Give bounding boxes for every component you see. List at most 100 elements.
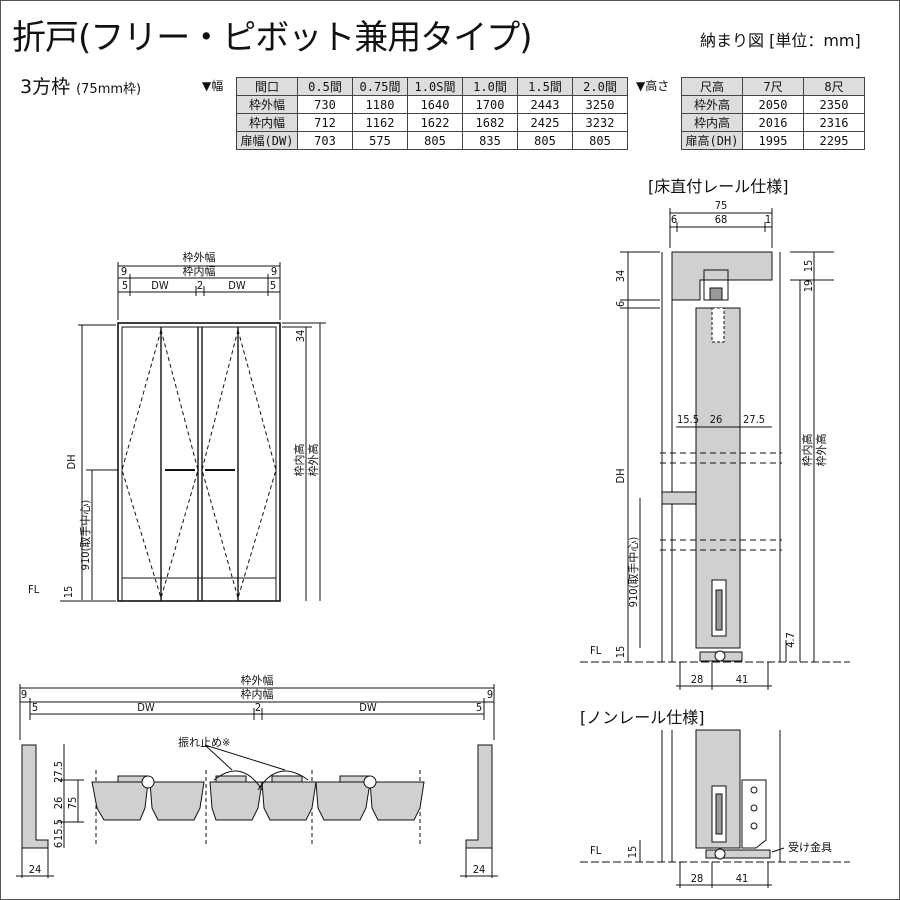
dim-label-outer-height: 枠外高 — [814, 434, 828, 467]
table-cell: 1700 — [462, 95, 518, 114]
folded-panel — [315, 781, 371, 821]
height-table-row: 枠内高 2016 2316 — [681, 113, 865, 132]
floor-label: FL — [590, 644, 602, 657]
width-table-row: 枠内幅 712 1162 1622 1682 2425 3232 — [236, 113, 628, 132]
table-cell: 730 — [297, 95, 353, 114]
height-table: 尺高 7尺 8尺 枠外高 2050 2350 枠内高 2016 2316 扉高(… — [681, 77, 865, 150]
page-title: 折戸(フリー・ピボット兼用タイプ) — [12, 18, 533, 58]
hinge-plate — [271, 775, 303, 783]
dim-label: 68 — [715, 213, 728, 226]
dim-label-inner-height: 枠内高 — [800, 434, 814, 467]
dim-label-dh: DH — [65, 454, 78, 469]
dim-label-inner-width: 枠内幅 — [183, 264, 216, 278]
floor-plate — [705, 849, 771, 859]
width-table-row: 扉幅(DW) 703 575 805 835 805 805 — [236, 131, 628, 150]
dim-label-depth: 26 — [52, 797, 65, 810]
width-col-header: 0.5間 — [297, 77, 353, 96]
dim-label-right-top: 15 — [802, 260, 815, 273]
dim-label-jamb-left: 24 — [29, 863, 42, 876]
dim-label-jamb-right: 24 — [473, 863, 486, 876]
stopper-arc — [257, 770, 309, 791]
dim-label-panel: 26 — [710, 413, 723, 426]
row-label: 枠外高 — [681, 95, 743, 114]
plan-view-labels: 枠外幅 枠内幅 9 9 5 DW 2 DW 5 振れ止め※ 27.5 26 75… — [21, 673, 493, 876]
opening-swing-line — [160, 329, 199, 599]
floor-label: FL — [28, 583, 40, 596]
dim-label: 2 — [197, 279, 203, 292]
floor-label: FL — [590, 844, 602, 857]
dim-label-rail-height: 4.7 — [784, 632, 797, 648]
drawing-subtitle: 納まり図 [単位：mm] — [700, 31, 861, 50]
height-col-header: 8尺 — [803, 77, 865, 96]
table-cell: 2016 — [742, 113, 804, 132]
table-cell: 805 — [517, 131, 573, 150]
table-cell: 1995 — [742, 131, 804, 150]
trolley-wheel — [709, 287, 723, 301]
dim-label: 5 — [476, 701, 482, 714]
height-table-marker: ▼高さ — [636, 79, 670, 93]
dim-label-panel: 27.5 — [743, 413, 765, 426]
width-table-marker: ▼幅 — [202, 79, 224, 93]
dim-label: 9 — [21, 688, 27, 701]
hinge-knuckle — [141, 775, 155, 789]
hinge-knuckle — [363, 775, 377, 789]
height-col-header: 尺高 — [681, 77, 743, 96]
dim-label-bottom: 41 — [736, 872, 749, 885]
dim-label: DW — [359, 701, 377, 714]
handle-section — [661, 491, 697, 505]
rail-wheel — [714, 650, 726, 662]
pivot-wheel — [714, 848, 726, 860]
bracket-label: 受け金具 — [788, 840, 832, 854]
leader-line — [204, 744, 233, 771]
table-cell: 703 — [297, 131, 353, 150]
dim-label-outer-height: 枠外高 — [306, 444, 320, 477]
dim-label-inner-width: 枠内幅 — [241, 687, 274, 701]
table-cell: 2425 — [517, 113, 573, 132]
dim-label-inner-height: 枠内高 — [292, 444, 306, 477]
dim-label-bottom-gap: 15 — [62, 586, 75, 599]
bottom-pivot-pin — [715, 793, 723, 835]
opening-swing-line — [237, 329, 277, 599]
frame-type-label: 3方枠(75mm枠) — [20, 72, 141, 99]
dim-label: DW — [151, 279, 169, 292]
dim-label-frame-depth: 75 — [715, 199, 728, 212]
dim-label: 5 — [32, 701, 38, 714]
bottom-pivot-pin — [715, 589, 723, 631]
width-col-header: 1.0S間 — [407, 77, 463, 96]
row-label: 扉高(DH) — [681, 131, 743, 150]
dim-label-outer-width: 枠外幅 — [183, 250, 216, 264]
width-col-header: 2.0間 — [572, 77, 628, 96]
folded-panel — [369, 781, 425, 821]
height-table-row: 枠外高 2050 2350 — [681, 95, 865, 114]
dim-label-top-gap: 34 — [294, 330, 307, 343]
table-cell: 805 — [572, 131, 628, 150]
folded-panel — [91, 781, 149, 821]
height-col-header: 7尺 — [742, 77, 804, 96]
dim-label: 1 — [765, 213, 771, 226]
leader-line — [771, 847, 785, 853]
table-cell: 1180 — [352, 95, 408, 114]
receiving-bracket — [741, 779, 767, 849]
table-cell: 712 — [297, 113, 353, 132]
rail-section — [580, 208, 850, 690]
dim-label-right-top: 19 — [802, 280, 815, 293]
stopper-note: 振れ止め※ — [178, 735, 230, 749]
table-cell: 2295 — [803, 131, 865, 150]
dim-label: 9 — [121, 265, 127, 278]
dim-label: DW — [228, 279, 246, 292]
frame-note: (75mm枠) — [76, 82, 142, 97]
dim-label-bottom-gap: 15 — [614, 646, 627, 659]
rail-section-title: [床直付レール仕様] — [648, 177, 789, 196]
rail-section-labels: 75 6 68 1 34 6 15 19 15.5 26 27.5 DH 910… — [590, 199, 828, 686]
folded-panel — [149, 781, 205, 821]
row-label: 枠外幅 — [236, 95, 298, 114]
dim-label: 2 — [255, 701, 261, 714]
nonrail-section-labels: FL 15 受け金具 28 41 — [590, 840, 832, 885]
folded-panel — [261, 781, 317, 821]
dim-label-depth: 27.5 — [52, 761, 65, 783]
door-frame-inner — [121, 326, 277, 602]
leader-line — [204, 744, 286, 771]
dim-label-panel: 15.5 — [677, 413, 699, 426]
dim-label: 9 — [487, 688, 493, 701]
height-table-header: 尺高 7尺 8尺 — [681, 77, 865, 96]
